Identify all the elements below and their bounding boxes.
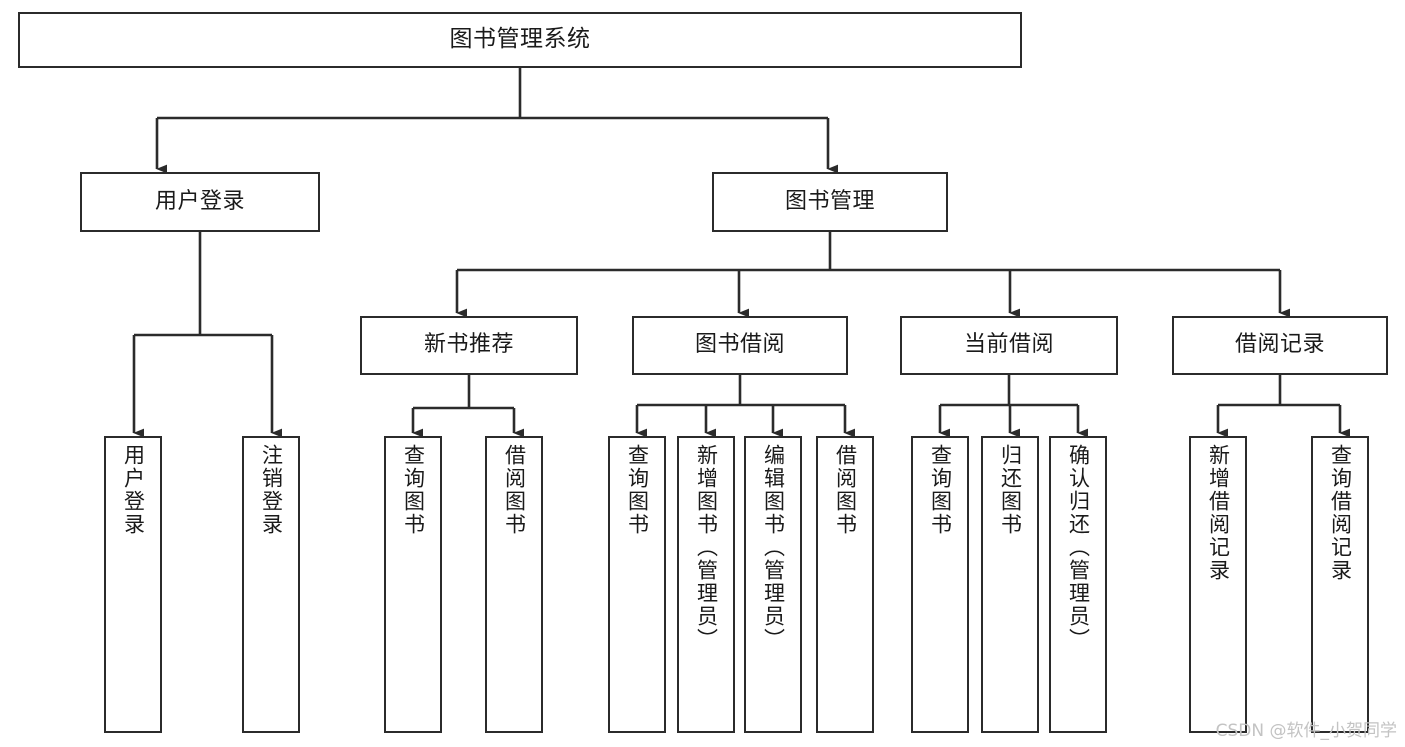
node-label: 查询图书: [401, 444, 426, 536]
leaf-borrow-edit-admin[interactable]: 编辑图书（管理员）: [744, 436, 802, 733]
node-label: 图书管理: [784, 188, 875, 214]
node-label: 借阅图书: [502, 444, 527, 536]
node-label: 新增图书（管理员）: [694, 444, 719, 651]
leaf-current-query[interactable]: 查询图书: [911, 436, 969, 733]
node-borrow-records[interactable]: 借阅记录: [1172, 316, 1388, 375]
node-book-management[interactable]: 图书管理: [712, 172, 948, 232]
node-label: 图书借阅: [694, 332, 785, 358]
node-label: 用户登录: [121, 444, 146, 536]
leaf-borrow-query[interactable]: 查询图书: [608, 436, 666, 733]
leaf-current-confirm-admin[interactable]: 确认归还（管理员）: [1049, 436, 1107, 733]
leaf-record-add[interactable]: 新增借阅记录: [1189, 436, 1247, 733]
leaf-user-login[interactable]: 用户登录: [104, 436, 162, 733]
node-label: 查询借阅记录: [1328, 444, 1353, 582]
node-label: 确认归还（管理员）: [1066, 444, 1091, 651]
node-label: 编辑图书（管理员）: [761, 444, 786, 651]
node-user-login[interactable]: 用户登录: [80, 172, 320, 232]
node-label: 当前借阅: [963, 332, 1054, 358]
leaf-logout[interactable]: 注销登录: [242, 436, 300, 733]
node-label: 注销登录: [259, 444, 284, 536]
csdn-watermark: CSDN @软件_小贺同学: [1215, 721, 1397, 741]
node-label: 用户登录: [154, 188, 245, 214]
node-label: 借阅记录: [1234, 332, 1325, 358]
node-label: 新书推荐: [423, 332, 514, 358]
leaf-new-book-query[interactable]: 查询图书: [384, 436, 442, 733]
leaf-borrow-book[interactable]: 借阅图书: [816, 436, 874, 733]
node-label: 图书管理系统: [449, 26, 591, 53]
node-new-book-recommend[interactable]: 新书推荐: [360, 316, 578, 375]
leaf-current-return[interactable]: 归还图书: [981, 436, 1039, 733]
leaf-borrow-add-admin[interactable]: 新增图书（管理员）: [677, 436, 735, 733]
node-label: 借阅图书: [833, 444, 858, 536]
node-label: 新增借阅记录: [1206, 444, 1231, 582]
leaf-new-book-borrow[interactable]: 借阅图书: [485, 436, 543, 733]
node-book-borrow[interactable]: 图书借阅: [632, 316, 848, 375]
node-current-borrow[interactable]: 当前借阅: [900, 316, 1118, 375]
node-label: 归还图书: [998, 444, 1023, 536]
node-label: 查询图书: [928, 444, 953, 536]
node-root-system[interactable]: 图书管理系统: [18, 12, 1022, 68]
leaf-record-query[interactable]: 查询借阅记录: [1311, 436, 1369, 733]
node-label: 查询图书: [625, 444, 650, 536]
